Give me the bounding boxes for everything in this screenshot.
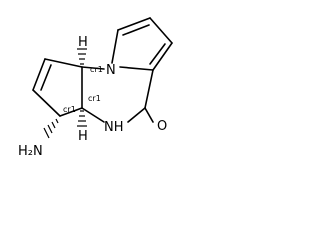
bond-c-amine-c4a	[59, 107, 83, 117]
lactam-ring	[81, 66, 154, 123]
bond-co-pyrrole-c4	[144, 69, 154, 109]
atom-n-ring: N	[106, 63, 116, 78]
bond-c4a-nh	[81, 107, 105, 123]
bond-alkene-double	[40, 64, 52, 91]
stereo-label-bottom: cr1	[63, 105, 76, 114]
atom-h-top: H	[78, 35, 88, 50]
atom-amine: H₂N	[18, 144, 43, 159]
bond-pyrrole-c3-c4	[152, 42, 173, 71]
atom-oxygen: O	[157, 119, 167, 134]
bond-c8a-c-alkene1	[44, 58, 83, 68]
stereo-hash-top	[77, 48, 87, 65]
stereo-label-mid: cr1	[88, 94, 101, 103]
bond-pyrrole-c3-c4-double	[149, 43, 166, 65]
molecule-structure: N NH O H₂N H H cr1 cr1 cr1	[0, 0, 186, 170]
bond-n-c8a	[81, 66, 105, 70]
stereo-label-top: cr1	[90, 65, 103, 74]
atom-nh: NH	[104, 120, 124, 135]
bond-pyrrole-c4-n	[119, 66, 154, 71]
bond-alkene2-c-amine	[32, 89, 61, 117]
bond-pyrrole-c1-c2-double	[122, 24, 150, 36]
bond-n-c-top-pyrrole	[111, 29, 119, 64]
stereo-hash-amine	[43, 118, 59, 139]
atom-h-mid: H	[78, 129, 88, 144]
cyclopentene-ring	[32, 58, 83, 117]
bond-pyrrole-c1-c2	[117, 17, 151, 31]
bond-pyrrole-c2-c3	[149, 17, 173, 44]
bond-c-o	[144, 107, 154, 123]
pyrrole-ring	[111, 17, 173, 71]
stereo-hash-mid	[77, 110, 87, 127]
bond-alkene	[32, 58, 46, 91]
bond-nh-co	[127, 107, 146, 123]
